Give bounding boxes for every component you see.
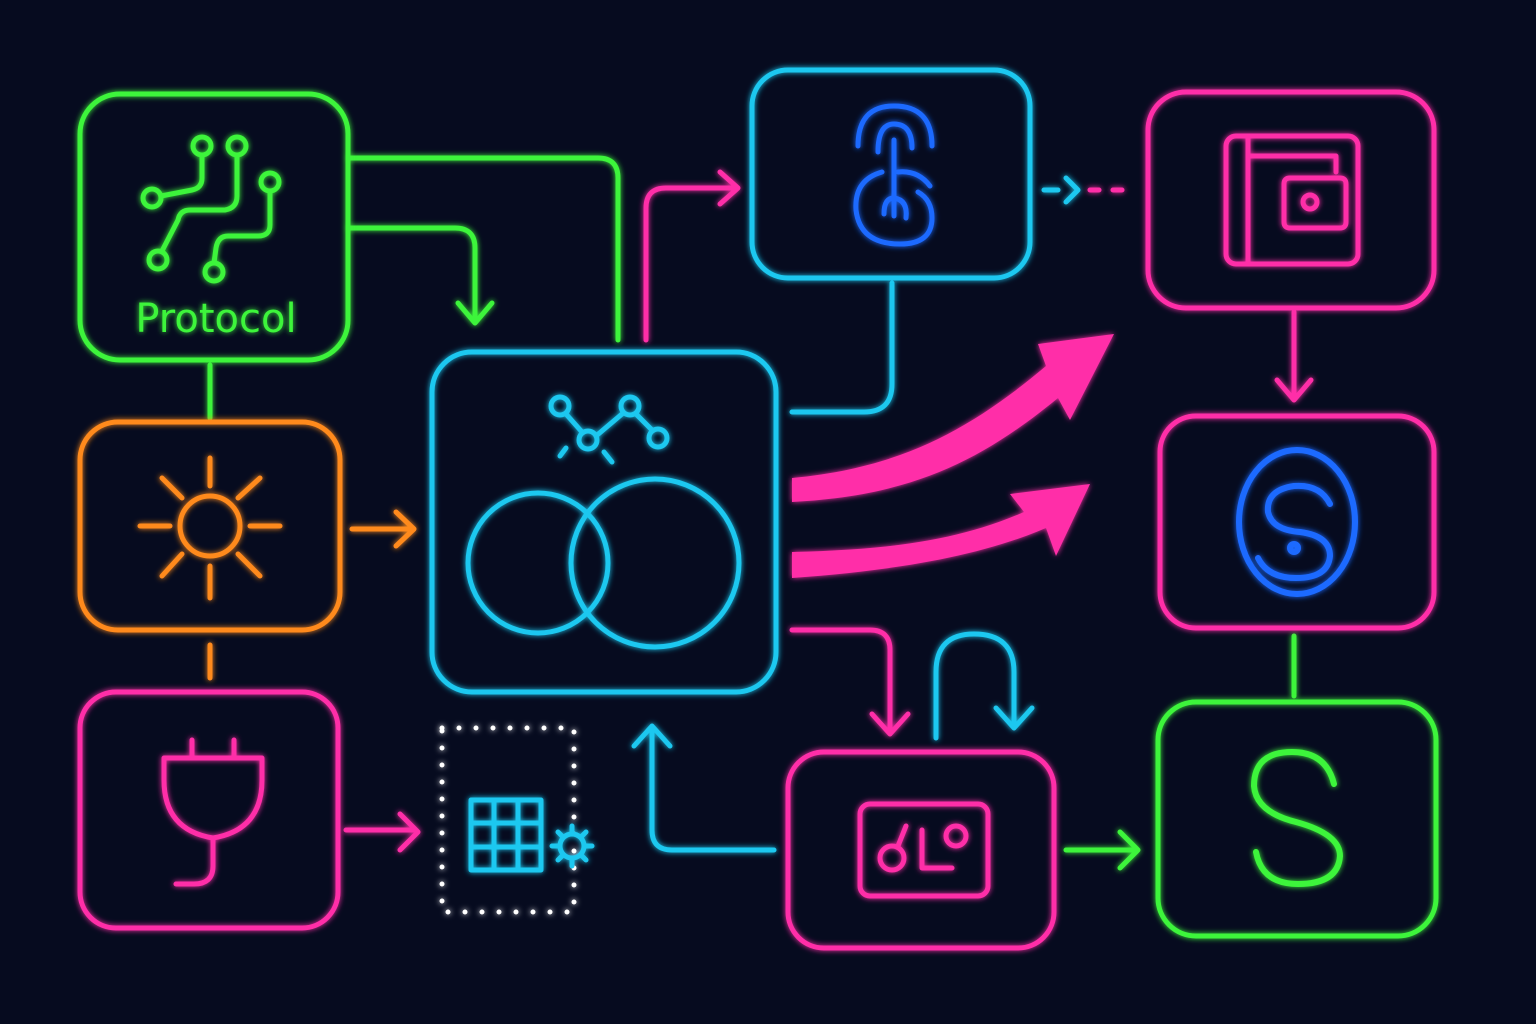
arrowhead — [455, 300, 495, 326]
node-s-green[interactable] — [1155, 699, 1439, 939]
node-frame — [429, 349, 779, 695]
gear-icon — [549, 823, 595, 869]
node-frame — [1157, 413, 1437, 631]
connector-fingerprint-to-hub — [789, 280, 895, 415]
circuit-icon — [140, 134, 282, 284]
node-frame — [77, 689, 341, 931]
big-arrow-lower — [792, 484, 1090, 578]
node-grid-group[interactable] — [439, 725, 595, 915]
connector-sun-to-hub — [349, 509, 417, 549]
node-frame — [77, 91, 351, 363]
connector-control-loop — [933, 631, 1035, 741]
node-frame — [785, 749, 1057, 951]
connector-protocol-to-hub — [347, 225, 478, 321]
fingerprint-icon — [853, 103, 935, 247]
node-frame — [749, 67, 1033, 281]
node-fingerprint[interactable] — [749, 67, 1033, 281]
wallet-icon — [1223, 133, 1361, 267]
node-control[interactable] — [785, 749, 1057, 951]
big-arrows — [792, 334, 1114, 578]
venn-network-icon — [465, 394, 742, 650]
node-frame — [439, 725, 577, 915]
node-protocol[interactable]: Protocol — [77, 91, 351, 363]
connector-plug-to-grid — [343, 811, 421, 853]
node-plug[interactable] — [77, 689, 341, 931]
connectors — [207, 155, 1314, 871]
node-wallet[interactable] — [1145, 89, 1437, 311]
big-arrow-upper — [792, 334, 1114, 502]
connector-hub-to-fingerprint — [643, 169, 741, 343]
node-sun[interactable] — [77, 419, 343, 633]
node-frame — [1145, 89, 1437, 311]
node-s-blue[interactable] — [1157, 413, 1437, 631]
grid-icon — [468, 797, 544, 873]
connector-control-to-s-green — [1063, 829, 1141, 871]
connector-control-to-hub — [631, 723, 777, 853]
sun-icon — [137, 455, 283, 601]
s-letter-icon — [1251, 749, 1343, 887]
connector-hub-to-control — [789, 627, 911, 737]
node-frame — [77, 419, 343, 633]
node-frame — [1155, 699, 1439, 939]
node-hub[interactable] — [429, 349, 779, 695]
control-panel-icon — [857, 801, 991, 899]
connector-fingerprint-to-wallet — [1041, 175, 1081, 205]
node-label: Protocol — [135, 296, 296, 342]
s-letter-icon — [1236, 447, 1358, 597]
connector-protocol-to-hub-top — [347, 155, 621, 343]
plug-icon — [161, 737, 265, 887]
connector-wallet-to-s-blue — [1274, 309, 1314, 403]
